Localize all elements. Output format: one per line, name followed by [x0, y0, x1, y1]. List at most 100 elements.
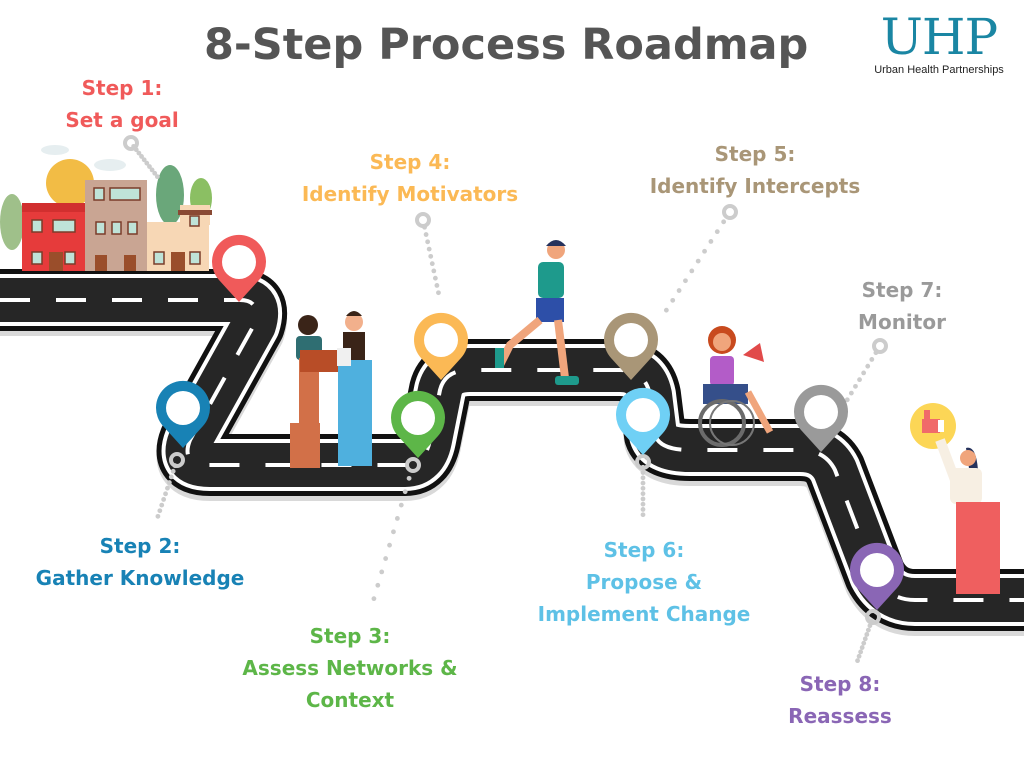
step-title: Gather Knowledge: [35, 566, 245, 590]
connector-dot: [147, 164, 152, 169]
step-title: Identify Motivators: [301, 182, 519, 206]
connector-dot: [695, 258, 701, 264]
connector-dot: [168, 474, 174, 480]
connector-dot: [676, 288, 682, 293]
connector-dot: [426, 246, 432, 252]
connector-dot: [165, 485, 170, 491]
step-2-pin-icon: [156, 380, 210, 448]
step-1-pin-icon: [212, 234, 267, 302]
connector-dot: [152, 170, 158, 176]
step-4-pin-icon: [413, 312, 468, 380]
connector-dot: [159, 502, 165, 508]
logo-mark: UHP: [880, 8, 998, 66]
step-title: Context: [305, 688, 395, 712]
road: [0, 269, 1024, 636]
connector-dot: [144, 160, 150, 166]
connector-dot: [422, 224, 427, 230]
step-title: Propose &: [585, 570, 703, 594]
connector-dot: [861, 640, 867, 646]
step-8-pin-icon: [850, 542, 904, 610]
connector-dot: [858, 649, 864, 655]
connector-dot: [869, 618, 874, 624]
road-center-dashes: [0, 298, 1024, 602]
step-number: Step 4:: [369, 150, 451, 174]
connector-dot: [131, 143, 137, 149]
connector-dot: [640, 475, 646, 481]
connector-dot: [855, 658, 860, 664]
step-title: Assess Networks &: [242, 656, 458, 680]
step-number: Step 7:: [861, 278, 943, 302]
step-4-label: Step 4: Identify Motivators: [302, 146, 518, 210]
connector-ring-icon: [415, 212, 431, 228]
step-3-pin-icon: [391, 390, 445, 458]
connector-dot: [379, 569, 385, 575]
step-8-label: Step 8: Reassess: [788, 668, 892, 732]
connector-dot: [170, 468, 176, 474]
connector-dot: [436, 290, 441, 296]
connector-dot: [848, 390, 854, 396]
connector-dot: [431, 268, 437, 274]
step-3-label: Step 3: Assess Networks & Context: [242, 620, 457, 716]
step-pins: [156, 234, 904, 610]
uhp-logo: UHP Urban Health Partnerships: [864, 12, 1014, 76]
connector-dot: [689, 268, 695, 274]
step-number: Step 8:: [799, 672, 881, 696]
connector-dot: [432, 275, 438, 281]
connector-lines: [123, 135, 888, 664]
connector-dot: [663, 307, 669, 313]
connector-dot: [721, 219, 727, 225]
connector-dot: [428, 253, 434, 259]
step-2-label: Step 2: Gather Knowledge: [36, 530, 245, 594]
connector-dot: [133, 147, 139, 153]
connector-dot: [869, 357, 875, 362]
connector-dot: [864, 632, 870, 637]
connector-dot: [857, 377, 862, 383]
connector-dot: [702, 248, 707, 254]
connector-dot: [425, 239, 431, 245]
jogging-man-illustration: [495, 240, 579, 385]
step-5-label: Step 5: Identify Intercepts: [650, 138, 861, 202]
connector-dot: [865, 627, 871, 633]
connector-ring-icon: [123, 135, 139, 151]
connector-dot: [391, 529, 396, 535]
tree-icon: [156, 165, 184, 225]
connector-dot: [683, 278, 688, 284]
tree-icon: [0, 194, 24, 250]
door: [49, 252, 63, 271]
thumbs-up-woman-illustration: [910, 403, 1000, 594]
step-number: Step 5:: [714, 142, 796, 166]
step-number: Step 6:: [603, 538, 685, 562]
connector-dot: [398, 502, 404, 508]
connector-dot: [640, 480, 646, 486]
connector-dot: [375, 582, 381, 588]
step-number: Step 3:: [309, 624, 391, 648]
connector-ring-icon: [405, 457, 421, 473]
wheelchair-woman-illustration: [698, 326, 774, 447]
connector-dot: [865, 363, 871, 369]
connector-dot: [862, 636, 868, 642]
page-title: 8-Step Process Roadmap: [204, 20, 809, 70]
step-title: Monitor: [858, 310, 946, 334]
connector-dot: [714, 229, 720, 235]
connector-dot: [371, 596, 377, 602]
connector-dot: [154, 174, 160, 180]
step-7-pin-icon: [793, 384, 849, 452]
step-title: Reassess: [788, 704, 892, 728]
connector-dot: [640, 464, 646, 470]
connector-dot: [640, 491, 646, 497]
connector-dot: [149, 167, 155, 173]
connector-dot: [640, 512, 646, 518]
step-title: Identify Intercepts: [649, 174, 861, 198]
door: [124, 255, 136, 271]
connector-dot: [166, 480, 172, 485]
connector-dot: [640, 470, 646, 475]
connector-dot: [853, 383, 858, 389]
connector-ring-icon: [722, 204, 738, 220]
connector-dot: [640, 496, 646, 502]
connector-dot: [859, 645, 865, 650]
connector-dot: [383, 556, 389, 561]
connector-dot: [670, 297, 676, 303]
connector-dot: [139, 154, 144, 159]
logo-subtitle: Urban Health Partnerships: [874, 64, 1004, 76]
